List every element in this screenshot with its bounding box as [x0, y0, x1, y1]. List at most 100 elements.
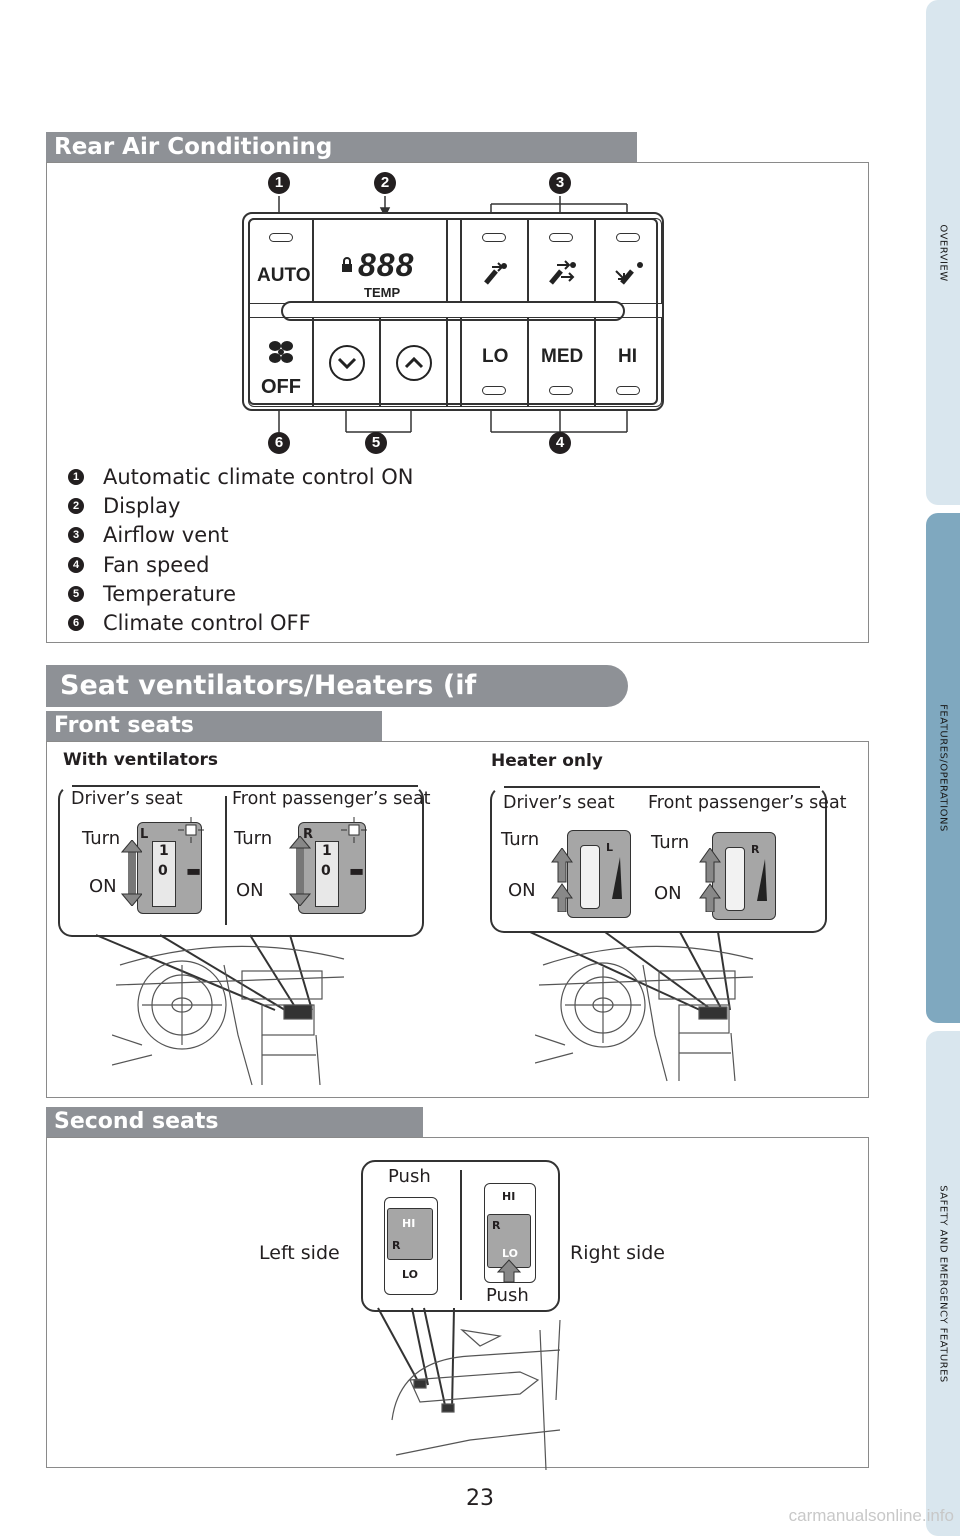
vent-passenger-seat-label: Front passenger’s seat [232, 789, 431, 809]
floor-vent-icon [615, 262, 643, 285]
driver-dial-0: 0 [158, 863, 168, 879]
vent-bilevel-indicator [549, 233, 573, 242]
driver-ventilator-switch[interactable]: L 1 0 ▬ [137, 817, 204, 914]
heater-passenger-seat-label: Front passenger’s seat [648, 793, 847, 813]
right-lo-pressed[interactable]: R LO [487, 1214, 531, 1268]
left-lo-label: LO [402, 1268, 418, 1281]
page-number: 23 [466, 1486, 494, 1511]
driver-heater-switch[interactable]: L [567, 830, 631, 918]
rear-ac-title: Rear Air Conditioning [54, 134, 333, 160]
legend-item: 5 Temperature [68, 579, 413, 608]
heater-passenger-on-label: ON [654, 883, 682, 904]
off-button[interactable]: OFF [248, 317, 313, 407]
passenger-switch-letter: R [303, 827, 314, 842]
heater-callout-top-line [504, 786, 820, 788]
callout-5: 5 [365, 432, 387, 454]
legend-number: 4 [68, 556, 84, 573]
heater-level-icon [757, 859, 767, 901]
vent-face-indicator [482, 233, 506, 242]
indicator-glow-icon [341, 817, 367, 843]
temp-down-button[interactable] [313, 317, 380, 407]
off-label: OFF [261, 376, 301, 398]
med-indicator [549, 386, 573, 395]
right-r-label: R [492, 1219, 501, 1232]
passenger-heater-rocker [725, 847, 745, 911]
driver-heater-rocker [580, 845, 600, 909]
chevron-down-icon [329, 345, 365, 381]
heater-driver-turn-label: Turn [501, 829, 540, 850]
heater-driver-on-label: ON [508, 880, 536, 901]
left-seat-heater-switch[interactable]: HI R LO [384, 1197, 438, 1295]
driver-dial [152, 841, 176, 907]
side-tabs: OVERVIEW FEATURES/OPERATIONS SAFETY AND … [926, 0, 960, 1536]
vent-driver-turn-label: Turn [82, 828, 121, 849]
auto-indicator [269, 233, 293, 242]
rear-ac-header: Rear Air Conditioning [46, 132, 637, 162]
passenger-heater-letter: R [751, 843, 760, 856]
legend-number: 1 [68, 468, 84, 485]
legend-number: 5 [68, 585, 84, 602]
passenger-turn-arrow-icon [288, 836, 312, 906]
passenger-heater-switch[interactable]: R [712, 832, 776, 920]
driver-switch-letter: L [140, 827, 149, 842]
passenger-dial-dash: ▬ [349, 861, 365, 880]
heater-passenger-turn-label: Turn [651, 832, 690, 853]
legend-text: Climate control OFF [103, 611, 311, 636]
front-seats-header: Front seats [46, 711, 382, 741]
passenger-ventilator-switch[interactable]: R 1 0 ▬ [298, 817, 367, 914]
legend-item: 1 Automatic climate control ON [68, 462, 413, 491]
heater-only-label: Heater only [491, 751, 603, 771]
hi-indicator [616, 386, 640, 395]
right-seat-heater-switch[interactable]: HI R LO [484, 1183, 536, 1283]
right-side-label: Right side [570, 1242, 665, 1264]
right-lo-label: LO [502, 1247, 518, 1260]
right-push-label: Push [486, 1285, 529, 1306]
legend-item: 6 Climate control OFF [68, 608, 413, 637]
left-hi-pressed[interactable]: HI R [387, 1208, 433, 1260]
tab-safety-emergency[interactable]: SAFETY AND EMERGENCY FEATURES [926, 1031, 960, 1536]
legend-number: 3 [68, 527, 84, 544]
auto-button[interactable]: AUTO [248, 218, 313, 304]
fan-hi-button[interactable]: HI [595, 317, 662, 407]
temp-up-button[interactable] [380, 317, 447, 407]
vent-floor-indicator [616, 233, 640, 242]
tab-overview[interactable]: OVERVIEW [926, 0, 960, 505]
heater-level-icon [612, 857, 622, 899]
temp-label: TEMP [364, 285, 401, 300]
fan-med-button[interactable]: MED [528, 317, 595, 407]
fan-lo-button[interactable]: LO [461, 317, 528, 407]
rear-ac-legend: 1 Automatic climate control ON 2 Display… [68, 462, 413, 638]
callout-3: 3 [549, 172, 571, 194]
legend-item: 4 Fan speed [68, 550, 413, 579]
driver-dial-1: 1 [159, 843, 169, 859]
passenger-heater-arrow-icon [699, 848, 721, 912]
front-seats-title: Front seats [54, 713, 194, 738]
vent-floor-button[interactable] [595, 218, 662, 304]
passenger-dial-0: 0 [321, 863, 331, 879]
rear-ac-control-panel: AUTO 888 TEMP [242, 212, 664, 411]
legend-text: Fan speed [103, 552, 210, 577]
legend-item: 3 Airflow vent [68, 521, 413, 550]
tab-features-operations[interactable]: FEATURES/OPERATIONS [926, 513, 960, 1023]
left-push-label: Push [388, 1166, 431, 1187]
face-vent-icon [484, 262, 507, 285]
vent-passenger-turn-label: Turn [234, 828, 273, 849]
driver-turn-arrow-icon [120, 840, 142, 906]
second-seats-header: Second seats [46, 1107, 423, 1137]
right-hi-label: HI [502, 1190, 516, 1203]
watermark: carmanualsonline.info [788, 1506, 954, 1525]
vent-driver-on-label: ON [89, 876, 117, 897]
hi-label: HI [618, 346, 637, 367]
legend-text: Automatic climate control ON [103, 464, 414, 489]
chevron-up-icon [396, 345, 432, 381]
vent-face-button[interactable] [461, 218, 528, 304]
med-label: MED [541, 346, 584, 367]
fan-icon [269, 341, 293, 363]
vent-driver-seat-label: Driver’s seat [71, 789, 183, 809]
indicator-glow-icon [178, 817, 204, 843]
callout-2: 2 [374, 172, 396, 194]
panel-center-bar [281, 301, 625, 321]
dashboard-illustration-left [112, 945, 345, 1086]
passenger-dial [315, 841, 339, 907]
passenger-dial-1: 1 [322, 843, 332, 859]
